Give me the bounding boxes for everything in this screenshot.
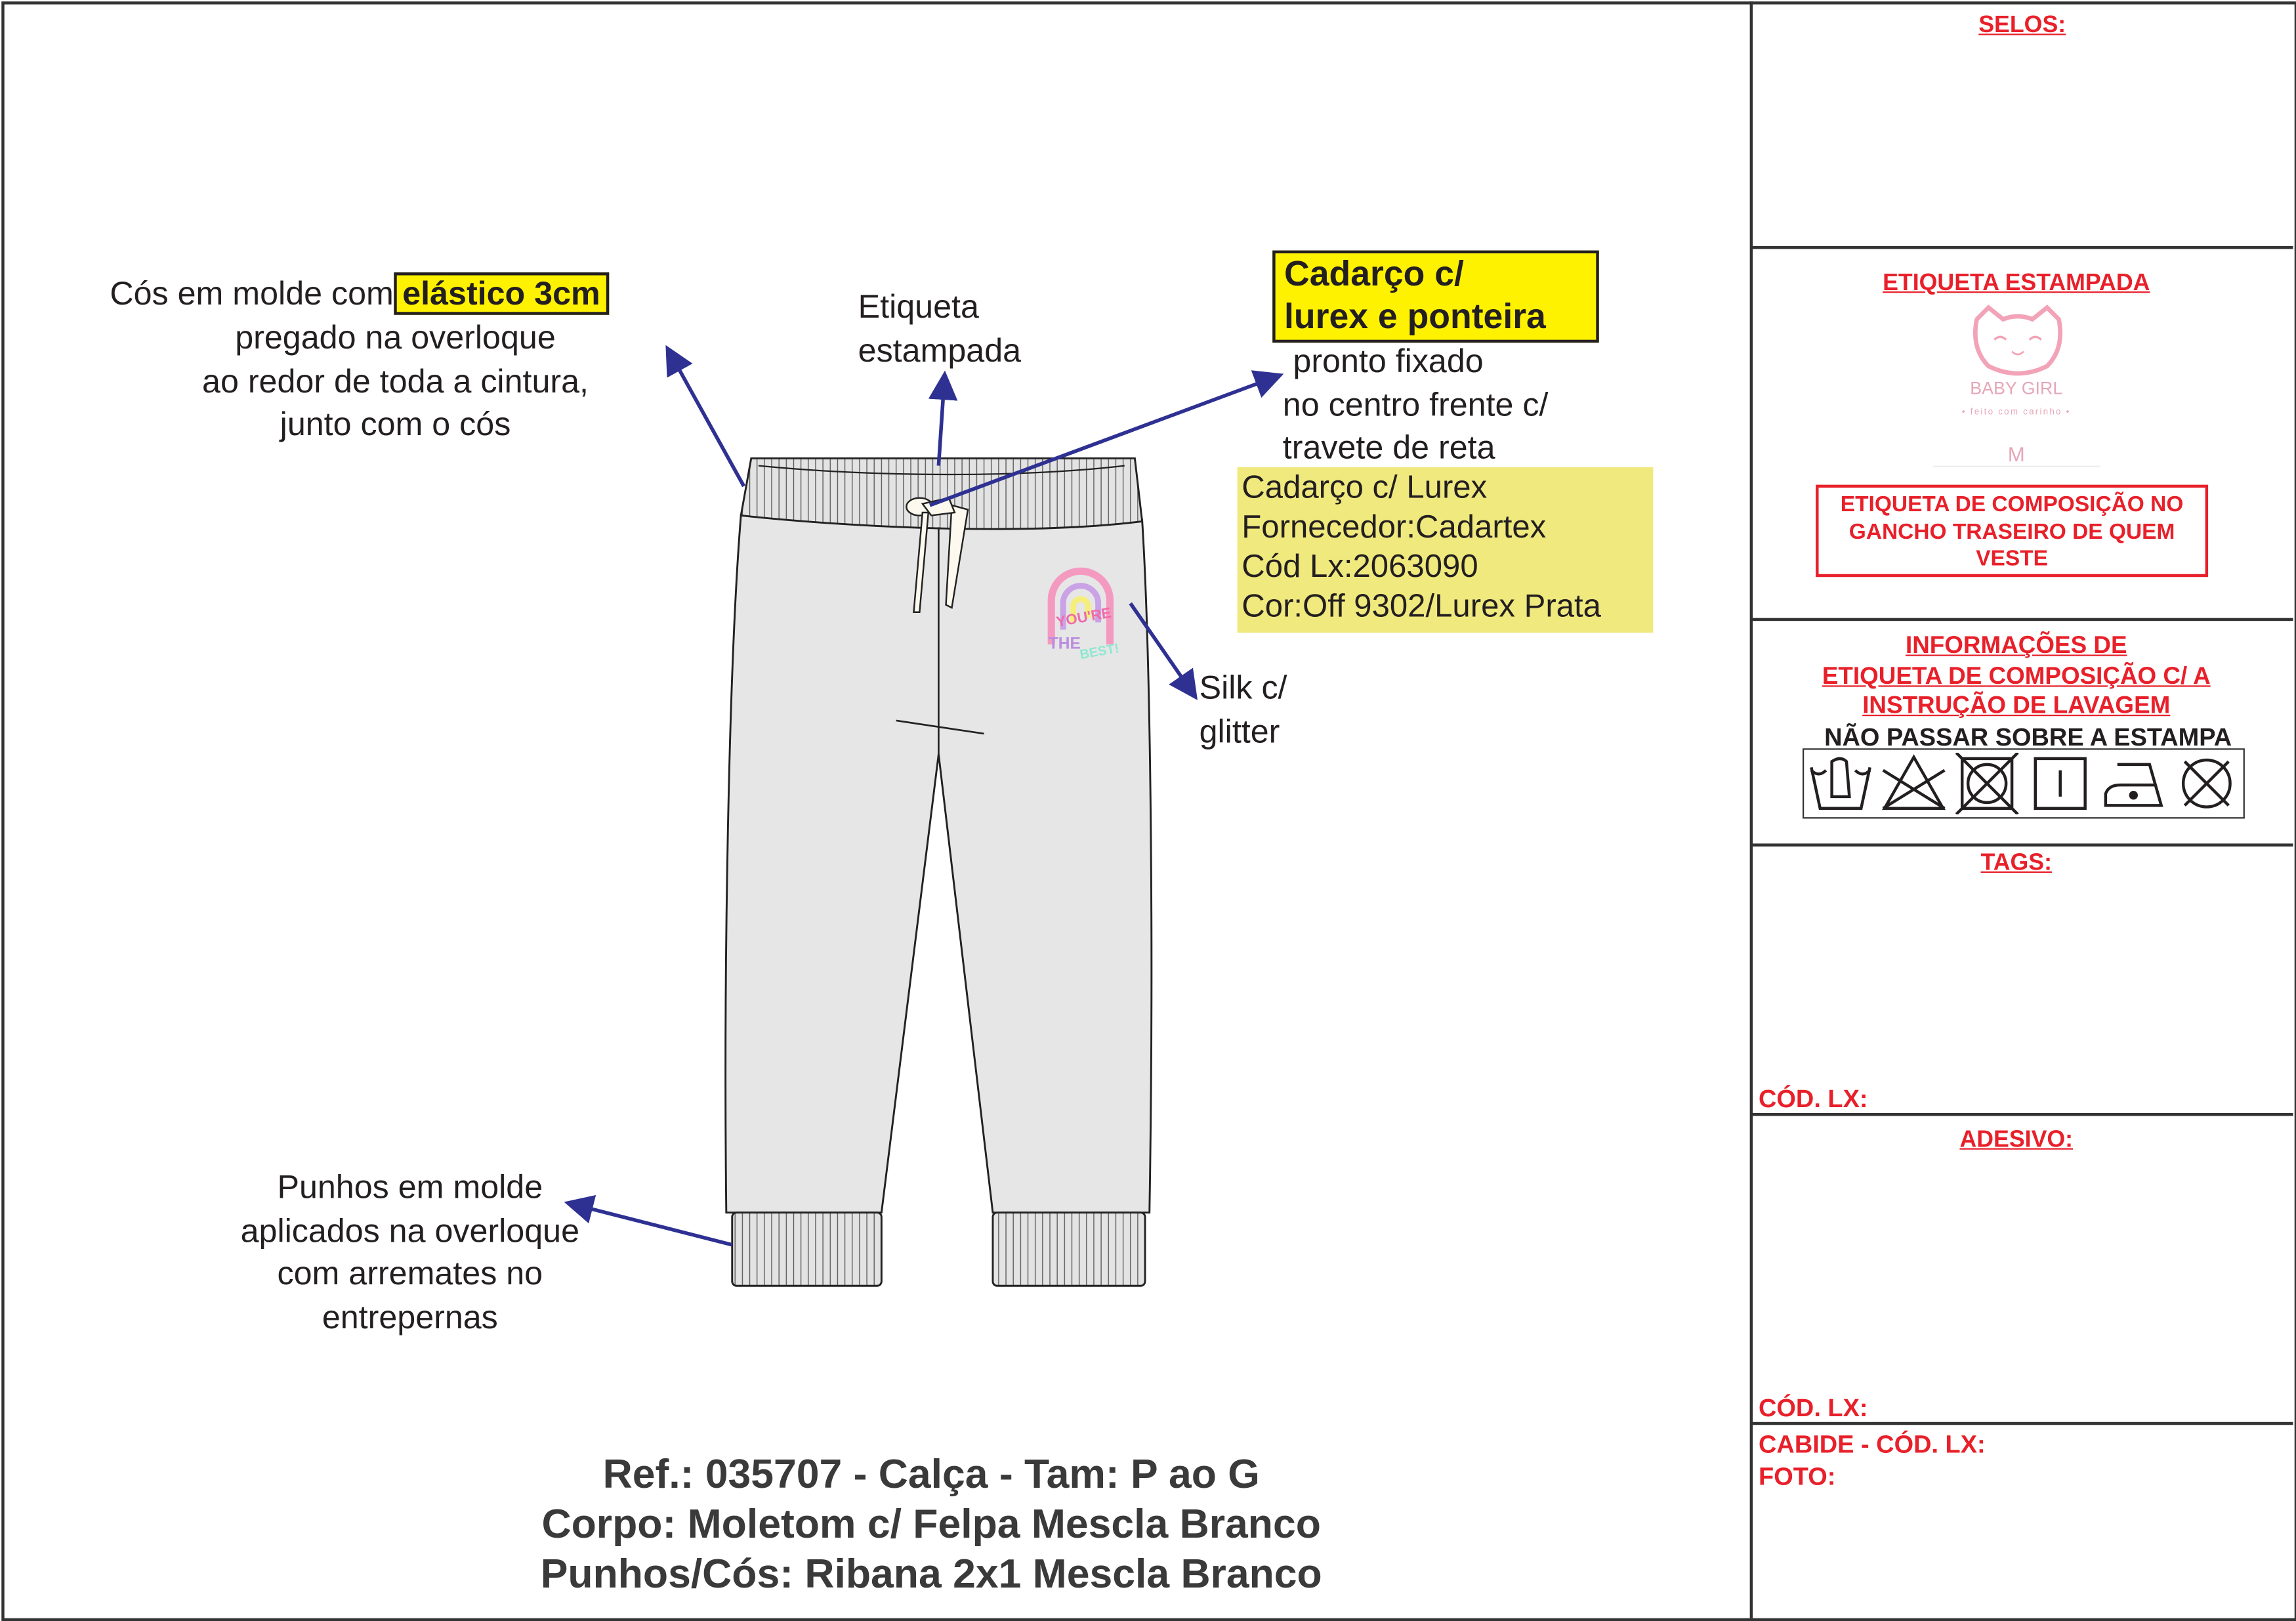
care-heading-line: INFORMAÇÕES DE [1905,633,2127,660]
drawcord-info-line: Fornecedor:Cadartex [1242,508,1547,545]
ref-line: Ref.: 035707 - Calça - Tam: P ao G [602,1451,1260,1497]
drawcord-note-line: pronto fixado [1293,343,1484,379]
product-title: Ref.: 035707 - Calça - Tam: P ao G Corpo… [346,1450,1517,1599]
drawcord-info-line: Cód Lx:2063090 [1242,547,1478,585]
no-bleach-icon [1882,754,1946,810]
panel-divider [1749,1,1753,1618]
panel-divider [1751,245,2293,249]
panel-divider [1751,843,2293,847]
drawcord-note: pronto fixado no centro frente c/ travet… [1283,340,1549,469]
label-note: Etiqueta estampada [858,285,1021,372]
hanger-code-label: CABIDE - CÓD. LX: [1759,1431,1986,1459]
waist-note-line: pregado na overloque [235,319,556,356]
care-heading-line: INSTRUÇÃO DE LAVAGEM [1862,692,2171,719]
print-note-line: Silk c/ [1199,669,1287,706]
pants-drawing: YOU'RE THE BEST! [564,345,1284,1287]
no-dry-clean-icon [2181,758,2232,809]
cuff-note-line: com arremates no [277,1255,543,1292]
composition-box-line: ETIQUETA DE COMPOSIÇÃO NO [1840,492,2184,517]
no-tumble-dry-icon [1955,752,2019,814]
line-dry-icon [2034,757,2087,810]
selos-heading: SELOS: [1978,13,2066,39]
panel-divider [1751,618,2293,621]
drawcord-highlight-line: lurex e ponteira [1284,297,1546,337]
logo-tagline: • feito com carinho • [1961,408,2071,417]
drawcord-info-line: Cor:Off 9302/Lurex Prata [1242,587,1601,624]
care-symbols [1802,748,2245,819]
left-cuff [731,1211,883,1287]
logo-text: BABY GIRL [1970,377,2063,398]
waistband [740,457,1144,530]
rainbow-print: YOU'RE THE BEST! [1047,567,1120,662]
body-fabric-line: Corpo: Moletom c/ Felpa Mescla Branco [541,1501,1321,1547]
elastic-highlight: elástico 3cm [393,272,610,315]
cat-logo-icon [1972,305,2063,376]
tags-heading: TAGS: [1980,851,2052,876]
waist-note-line: junto com o cós [280,406,511,442]
no-iron-warning: NÃO PASSAR SOBRE A ESTAMPA [1824,723,2232,751]
waist-note-prefix: Cós em molde com [110,275,394,312]
tags-code-label: CÓD. LX: [1759,1085,1868,1113]
drawcord-note-line: travete de reta [1282,429,1495,466]
cuff-note-line: entrepernas [322,1298,498,1336]
photo-label: FOTO: [1759,1463,1836,1491]
cuff-note: Punhos em molde aplicados na overloque c… [190,1166,629,1338]
composition-box-line: VESTE [1976,546,2048,572]
callout-arrows [564,345,1284,1247]
drawcord-info-box: Cadarço c/ Lurex Fornecedor:Cadartex Cód… [1237,467,1654,633]
cuff-note-line: aplicados na overloque [240,1211,580,1249]
drawcord-note-line: no centro frente c/ [1282,386,1549,423]
printed-label-heading: ETIQUETA ESTAMPADA [1883,270,2150,296]
care-info-heading: INFORMAÇÕES DE ETIQUETA DE COMPOSIÇÃO C/… [1747,631,2286,721]
pants-body [724,515,1153,1214]
composition-location-box: ETIQUETA DE COMPOSIÇÃO NO GANCHO TRASEIR… [1816,484,2209,578]
panel-divider [1751,1112,2293,1116]
care-heading-line: ETIQUETA DE COMPOSIÇÃO C/ A [1822,662,2211,689]
logo-size: M [1932,442,2100,467]
cuff-fabric-line: Punhos/Cós: Ribana 2x1 Mescla Branco [540,1551,1322,1597]
drawcord [906,497,969,613]
label-note-line: estampada [858,331,1022,369]
label-note-line: Etiqueta [858,288,979,326]
drawcord-info-line: Cadarço c/ Lurex [1242,469,1488,505]
waist-note: pregado na overloque ao redor de toda a … [102,316,688,446]
drawcord-highlight: Cadarço c/ lurex e ponteira [1272,250,1599,343]
print-note: Silk c/ glitter [1200,666,1287,753]
svg-text:THE: THE [1049,635,1081,653]
iron-low-icon [2104,763,2163,807]
cuff-note-line: Punhos em molde [277,1168,543,1206]
panel-divider [1751,1421,2293,1425]
composition-box-line: GANCHO TRASEIRO DE QUEM [1848,519,2175,545]
sticker-heading: ADESIVO: [1959,1127,2074,1153]
sticker-code-label: CÓD. LX: [1759,1394,1868,1422]
print-note-line: glitter [1199,712,1280,749]
waist-note-line: ao redor de toda a cintura, [202,362,589,400]
right-cuff [991,1211,1146,1287]
hand-wash-icon [1810,757,1871,810]
drawcord-highlight-line: Cadarço c/ [1284,255,1464,295]
